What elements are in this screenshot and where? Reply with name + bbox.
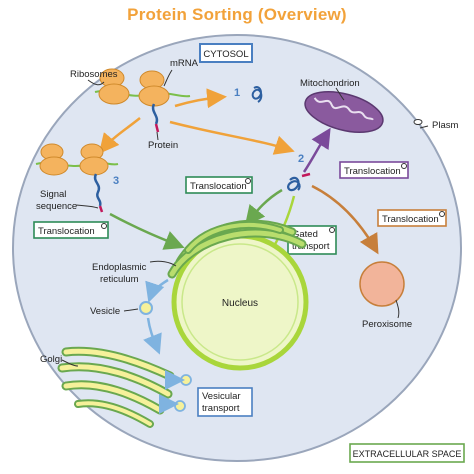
golgi-vesicle-1 — [180, 374, 192, 386]
translocation-box-left: Translocation — [33, 221, 109, 239]
gated-label-line2: transport — [292, 241, 330, 252]
vesicular-label-line1: Vesicular — [202, 391, 241, 402]
translocation-label-left: Translocation — [38, 226, 95, 237]
mrna-label: mRNA — [170, 58, 199, 69]
vesicle — [139, 301, 153, 315]
nucleus-label: Nucleus — [222, 298, 258, 309]
signal-label-line2: sequence — [36, 201, 77, 212]
mitochondrion-label: Mitochondrion — [300, 78, 360, 89]
translocation-label-perox: Translocation — [382, 214, 439, 225]
step-2-number: 2 — [298, 153, 304, 165]
extracellular-label: EXTRACELLULAR SPACE — [353, 449, 462, 459]
diagram-title: Protein Sorting (Overview) — [127, 5, 347, 24]
cytosol-label-box: CYTOSOL — [199, 43, 253, 63]
translocation-box-perox: Translocation — [377, 209, 447, 227]
gated-label-line1: Gated — [292, 229, 318, 240]
peroxisome — [359, 261, 405, 307]
golgi-vesicle-2 — [174, 400, 186, 412]
protein-path2 — [287, 172, 311, 192]
step-3-number: 3 — [113, 175, 119, 187]
free-protein-path1 — [251, 86, 263, 103]
plasma-label: Plasm — [432, 120, 458, 131]
ribosomes-label: Ribosomes — [70, 69, 118, 80]
ribosome-group-top — [94, 68, 191, 133]
step-1-number: 1 — [234, 87, 240, 99]
nucleus — [171, 233, 309, 371]
vesicle-label: Vesicle — [90, 306, 120, 317]
translocation-label-center: Translocation — [190, 181, 247, 192]
vesicular-label-line2: transport — [202, 403, 240, 414]
translocation-box-center: Translocation — [185, 176, 253, 194]
extracellular-space-box: EXTRACELLULAR SPACE — [349, 443, 465, 463]
vesicular-transport-box: Vesicular transport — [197, 387, 253, 417]
er-label-line2: reticulum — [100, 274, 139, 285]
translocation-label-mito: Translocation — [344, 166, 401, 177]
golgi-apparatus — [57, 346, 175, 428]
mitochondrion — [304, 91, 384, 133]
translocation-box-mito: Translocation — [339, 161, 409, 179]
peroxisome-label: Peroxisome — [362, 319, 412, 330]
er-label-line1: Endoplasmic — [92, 262, 147, 273]
ribosome-group-left — [35, 143, 119, 213]
cytosol-label: CYTOSOL — [203, 49, 248, 60]
signal-label-line1: Signal — [40, 189, 66, 200]
endoplasmic-reticulum — [167, 219, 307, 279]
golgi-label: Golgi — [40, 354, 62, 365]
protein-label: Protein — [148, 140, 178, 151]
